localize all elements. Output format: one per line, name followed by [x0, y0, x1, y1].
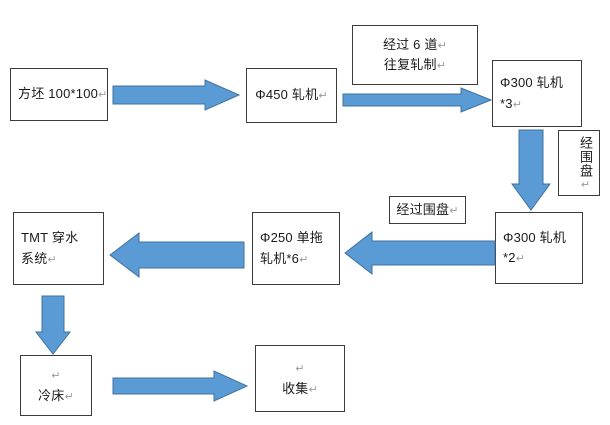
collection-line-blank: ↵	[295, 363, 305, 376]
mill-300-x3-line-2: *3↵	[500, 95, 523, 111]
arrow-billet-to-mill450	[112, 79, 241, 111]
arrow-mill250x6-to-tmt	[109, 231, 245, 279]
tmt-line-2: 系统↵	[21, 250, 57, 266]
mill-250-line-2: 轧机*6↵	[260, 250, 309, 266]
arrow-tmt-to-cooling-bed	[34, 295, 72, 355]
mill-300-x2-box[interactable]: Φ300 轧机 *2↵	[495, 212, 583, 284]
tmt-water-cooling-box[interactable]: TMT 穿水 系统↵	[13, 212, 104, 285]
cooling-bed-line-1: 冷床↵	[38, 387, 74, 403]
arrow-mill300x3-to-mill300x2	[511, 129, 551, 211]
collection-box[interactable]: ↵ 收集↵	[255, 345, 345, 412]
mill-450-box[interactable]: Φ450 轧机↵	[246, 68, 337, 123]
mill-300-x2-line-2: *2↵	[503, 250, 526, 265]
arrow-cooling-bed-to-collection	[112, 370, 249, 402]
arrow-mill450-to-mill300x3	[342, 86, 493, 114]
billet-box[interactable]: 方坯 100*100↵	[10, 68, 108, 121]
mill-300-x3-line-1: Φ300 轧机	[500, 75, 564, 91]
loop-disk-note-text: 经过围盘↵	[396, 201, 459, 217]
loop-disk-note-box[interactable]: 经过围盘↵	[389, 196, 466, 224]
loop-disk-vertical-note-box[interactable]: 经围盘↵	[558, 130, 600, 196]
mill-450-box-line-1: Φ450 轧机↵	[255, 87, 328, 103]
mill-250-single-drag-x6-box[interactable]: Φ250 单拖 轧机*6↵	[252, 212, 340, 285]
loop-disk-vertical-note-text: 经围盘↵	[578, 136, 593, 192]
six-pass-note-box[interactable]: 经过 6 道↵ 往复轧制↵	[352, 25, 478, 85]
cooling-bed-box[interactable]: ↵ 冷床↵	[20, 355, 92, 416]
six-pass-note-line-1: 经过 6 道↵	[382, 36, 448, 52]
six-pass-note-line-2: 往复轧制↵	[383, 57, 447, 72]
collection-line-1: 收集↵	[282, 380, 318, 396]
mill-300-x2-line-1: Φ300 轧机	[503, 229, 567, 245]
arrow-mill300x2-to-mill250x6	[344, 230, 496, 276]
mill-250-line-1: Φ250 单拖	[260, 230, 324, 246]
mill-300-x3-box[interactable]: Φ300 轧机 *3↵	[492, 60, 582, 127]
cooling-bed-line-blank: ↵	[51, 370, 61, 383]
tmt-line-1: TMT 穿水	[21, 230, 79, 246]
billet-box-line-1: 方坯 100*100↵	[18, 86, 108, 102]
